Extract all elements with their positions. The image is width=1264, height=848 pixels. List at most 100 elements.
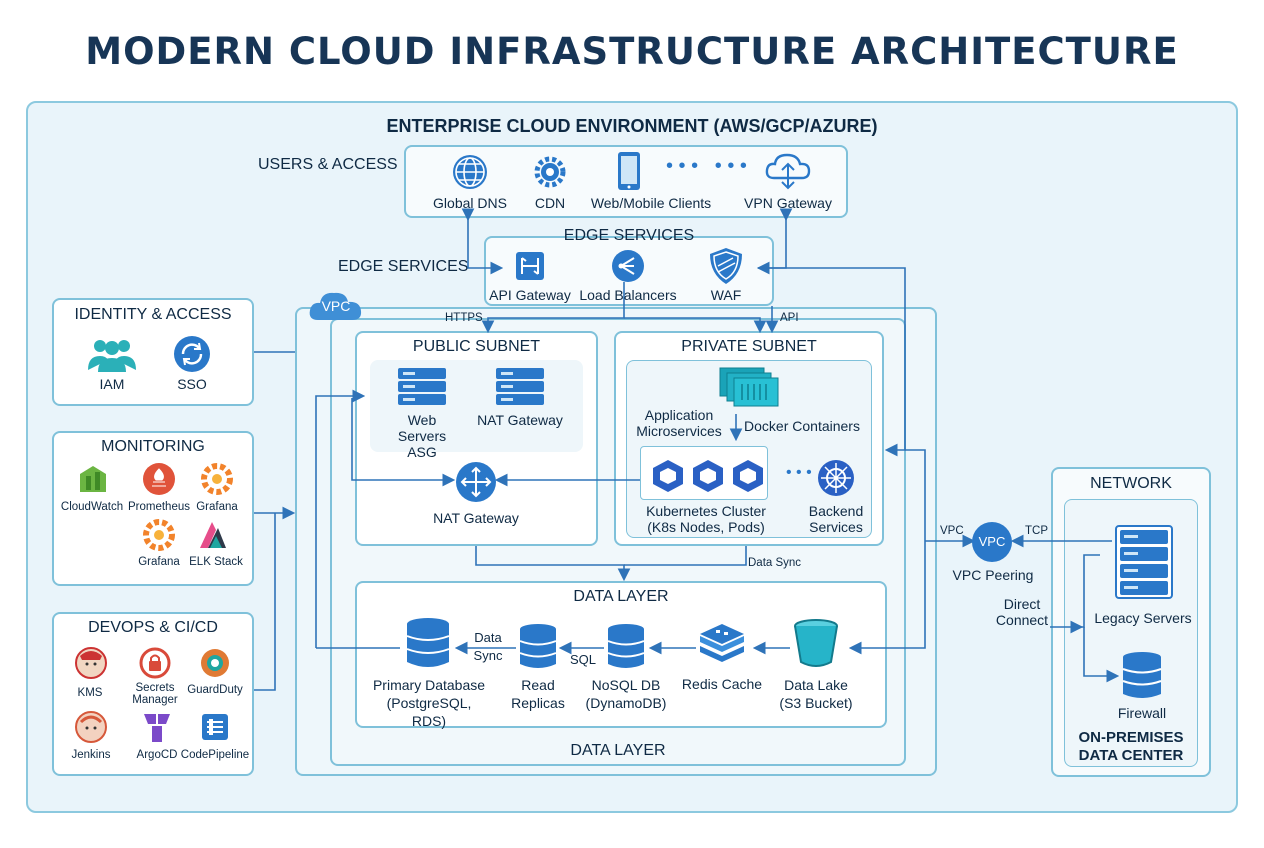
nosql-db-text: NoSQL DB (DynamoDB) [585, 677, 667, 711]
argocd-icon [144, 714, 170, 742]
nat-gateway-move-icon [456, 462, 496, 502]
data-sync-small-text: Data Sync [473, 630, 503, 663]
data-layer-title: DATA LAYER [573, 588, 669, 605]
backend-services-text: Backend Services [808, 503, 864, 535]
users-ellipsis-icon: • • • • • • [666, 155, 747, 177]
guardduty-icon [201, 649, 229, 677]
web-servers-asg-label: Web Servers ASG [372, 412, 472, 460]
data-sync-small-label: Data Sync [470, 629, 506, 665]
identity-item-sso: SSO [177, 376, 207, 392]
data-sync-label: Data Sync [748, 557, 802, 569]
vpc-badge: VPC [321, 298, 351, 314]
kubernetes-node-icon-2 [693, 460, 723, 492]
web-servers-text: Web Servers ASG [397, 412, 447, 460]
users-item-cdn: CDN [534, 195, 566, 211]
codepipeline-icon [202, 714, 228, 740]
application-microservices-text: Application Microservices [636, 407, 722, 439]
kubernetes-node-icon-3 [733, 460, 763, 492]
vpc-peering-left-label: VPC [940, 525, 964, 537]
edge-services-title: EDGE SERVICES [563, 227, 695, 244]
vpc-peering-badge: VPC [978, 534, 1006, 549]
identity-access-box [52, 298, 254, 406]
nat-gateway-bottom-label: NAT Gateway [433, 510, 519, 526]
edge-services-side-title: EDGE SERVICES [338, 258, 469, 275]
primary-database-label: Primary Database (PostgreSQL, RDS) [366, 676, 492, 730]
identity-item-iam: IAM [99, 376, 125, 392]
iam-users-icon [88, 340, 136, 372]
sql-label: SQL [570, 652, 597, 667]
redis-cache-label: Redis Cache [681, 676, 763, 692]
sso-sync-icon [174, 336, 210, 372]
monitoring-box [52, 431, 254, 586]
secrets-manager-label: Secrets Manager [132, 682, 178, 706]
nat-gateway-top-label: NAT Gateway [477, 412, 563, 428]
nosql-db-icon [607, 624, 645, 668]
users-item-global-dns: Global DNS [433, 195, 507, 211]
primary-database-text: Primary Database (PostgreSQL, RDS) [372, 677, 486, 729]
load-balancer-icon [612, 250, 644, 282]
direct-connect-text: Direct Connect [995, 596, 1049, 628]
mobile-phone-icon [618, 152, 640, 190]
page-title: MODERN CLOUD INFRASTRUCTURE ARCHITECTURE [85, 30, 1179, 73]
network-title: NETWORK [1090, 475, 1172, 492]
environment-title: ENTERPRISE CLOUD ENVIRONMENT (AWS/GCP/AZ… [386, 116, 878, 136]
edge-item-load-balancers: Load Balancers [579, 287, 677, 303]
monitoring-item-grafana-2: Grafana [138, 556, 180, 568]
identity-access-title: IDENTITY & ACCESS [74, 306, 232, 323]
devops-item-guardduty: GuardDuty [187, 684, 243, 696]
edge-item-waf: WAF [710, 287, 742, 303]
application-microservices-label: Application Microservices [636, 407, 722, 439]
backend-services-helm-icon [818, 460, 854, 496]
devops-box [52, 612, 254, 776]
docker-containers-label: Docker Containers [744, 418, 860, 434]
legacy-servers-label: Legacy Servers [1094, 610, 1192, 626]
read-replicas-text: Read Replicas [511, 677, 565, 711]
private-subnet-title: PRIVATE SUBNET [681, 338, 817, 355]
read-replicas-label: Read Replicas [504, 676, 572, 712]
users-item-vpn-gateway: VPN Gateway [744, 195, 832, 211]
monitoring-item-cloudwatch: CloudWatch [60, 501, 124, 513]
nosql-db-label: NoSQL DB (DynamoDB) [584, 676, 668, 712]
vpc-peering-icon [972, 522, 1012, 562]
grafana-icon [201, 463, 233, 495]
users-item-web-mobile-clients: Web/Mobile Clients [590, 195, 712, 211]
grafana-icon-2 [143, 519, 175, 551]
api-gateway-icon [516, 252, 544, 280]
api-label: API [780, 312, 799, 324]
vpn-cloud-icon [765, 153, 811, 190]
secrets-manager-icon [139, 647, 171, 679]
devops-item-codepipeline: CodePipeline [180, 749, 250, 761]
monitoring-item-prometheus: Prometheus [127, 501, 190, 513]
vpc-cloud-icon [309, 292, 362, 320]
kubernetes-node-icon-1 [653, 460, 683, 492]
public-subnet-title: PUBLIC SUBNET [412, 338, 541, 355]
onprem-data-center-title: ON-PREMISES DATA CENTER [1064, 729, 1198, 765]
nat-gateway-rack-icon [496, 368, 544, 405]
monitoring-title: MONITORING [101, 438, 205, 455]
kms-jenkins-icon [75, 647, 107, 679]
data-layer-bottom-title: DATA LAYER [570, 742, 666, 759]
jenkins-icon [75, 711, 107, 743]
data-lake-text: Data Lake (S3 Bucket) [779, 677, 853, 711]
https-label: HTTPS [445, 312, 483, 324]
monitoring-item-elk-stack: ELK Stack [189, 556, 243, 568]
globe-icon [453, 155, 487, 189]
redis-cache-icon [700, 624, 744, 662]
read-replicas-icon [519, 624, 557, 668]
devops-item-secrets-manager: Secrets Manager [126, 682, 184, 706]
monitoring-item-grafana: Grafana [196, 501, 238, 513]
devops-item-kms: KMS [77, 687, 103, 699]
direct-connect-label: Direct Connect [990, 596, 1054, 628]
firewall-icon [1122, 652, 1162, 698]
backend-services-label: Backend Services [800, 503, 872, 535]
kubernetes-cluster-label: Kubernetes Cluster (K8s Nodes, Pods) [646, 503, 766, 535]
users-access-title: USERS & ACCESS [258, 156, 398, 173]
legacy-servers-icon [1115, 525, 1173, 599]
docker-containers-icon [719, 367, 779, 407]
onprem-data-center-text: ON-PREMISES DATA CENTER [1078, 729, 1184, 764]
private-ellipsis-icon: • • • [786, 464, 812, 481]
devops-item-argocd: ArgoCD [136, 749, 178, 761]
devops-item-jenkins: Jenkins [71, 749, 111, 761]
web-servers-rack-icon [398, 368, 446, 405]
